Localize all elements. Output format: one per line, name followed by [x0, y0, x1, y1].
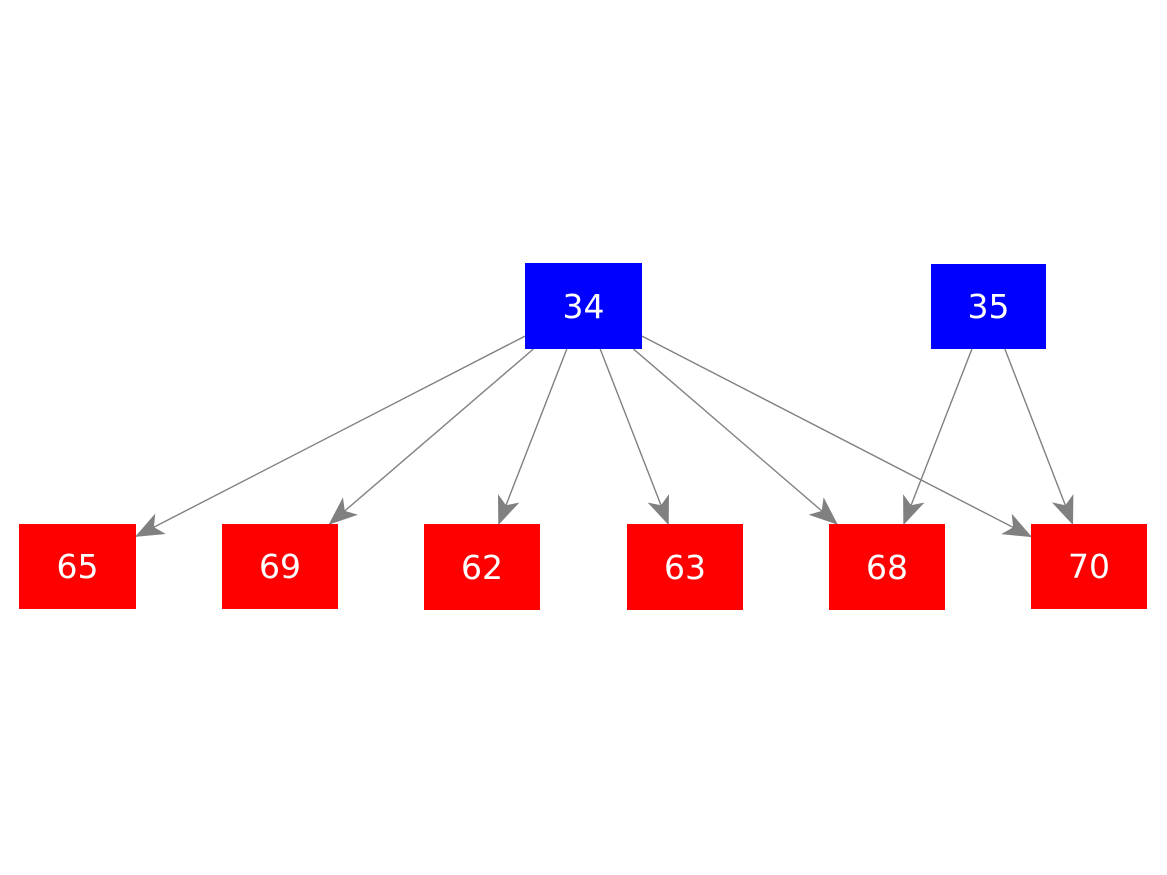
node-68: 68: [829, 524, 945, 610]
node-label: 69: [259, 547, 301, 586]
node-70: 70: [1031, 524, 1147, 609]
node-label: 65: [56, 547, 99, 586]
node-62: 62: [424, 524, 540, 610]
edge-34-68: [633, 348, 838, 525]
node-label: 63: [664, 547, 706, 587]
node-63: 63: [627, 524, 743, 610]
node-label: 70: [1068, 547, 1110, 586]
node-label: 35: [967, 287, 1010, 326]
node-label: 68: [866, 547, 908, 587]
edge-35-70: [1004, 348, 1074, 526]
node-label: 34: [562, 286, 605, 326]
edge-34-63: [599, 348, 670, 526]
edge-34-65: [134, 335, 526, 538]
edge-34-69: [328, 348, 534, 525]
edge-35-68: [903, 348, 973, 526]
edge-34-70: [641, 335, 1033, 538]
node-label: 62: [461, 547, 503, 587]
node-34: 34: [525, 263, 642, 349]
node-35: 35: [931, 264, 1046, 349]
edge-34-62: [497, 348, 568, 526]
node-65: 65: [19, 524, 136, 609]
node-69: 69: [222, 524, 338, 609]
